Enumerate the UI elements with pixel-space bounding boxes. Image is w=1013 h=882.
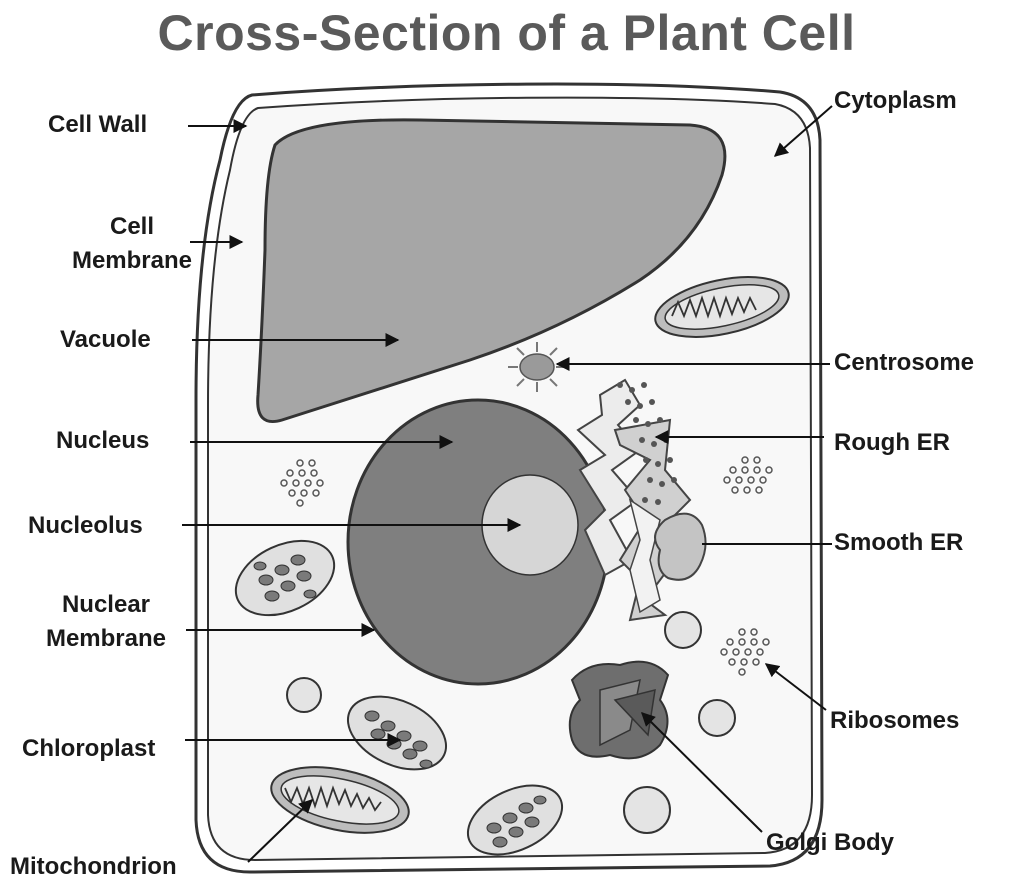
label-nucleus: Nucleus (56, 426, 149, 456)
label-vacuole: Vacuole (60, 325, 151, 355)
label-smooth-er: Smooth ER (834, 528, 963, 558)
label-ribosomes: Ribosomes (830, 706, 959, 736)
label-nuclear-membrane-line1: Nuclear (26, 590, 186, 620)
label-cell-membrane-line2: Membrane (52, 246, 212, 276)
smooth-er (655, 514, 706, 580)
label-cell-membrane-line1: Cell (52, 212, 212, 242)
label-centrosome: Centrosome (834, 348, 974, 378)
label-chloroplast: Chloroplast (22, 734, 155, 764)
label-cell-wall: Cell Wall (48, 110, 147, 140)
label-golgi-body: Golgi Body (766, 828, 894, 858)
label-nuclear-membrane-line2: Membrane (26, 624, 186, 654)
golgi-body (570, 662, 668, 759)
label-mitochondrion: Mitochondrion (10, 852, 177, 882)
label-cytoplasm: Cytoplasm (834, 86, 957, 116)
label-rough-er: Rough ER (834, 428, 950, 458)
label-nucleolus: Nucleolus (28, 511, 143, 541)
